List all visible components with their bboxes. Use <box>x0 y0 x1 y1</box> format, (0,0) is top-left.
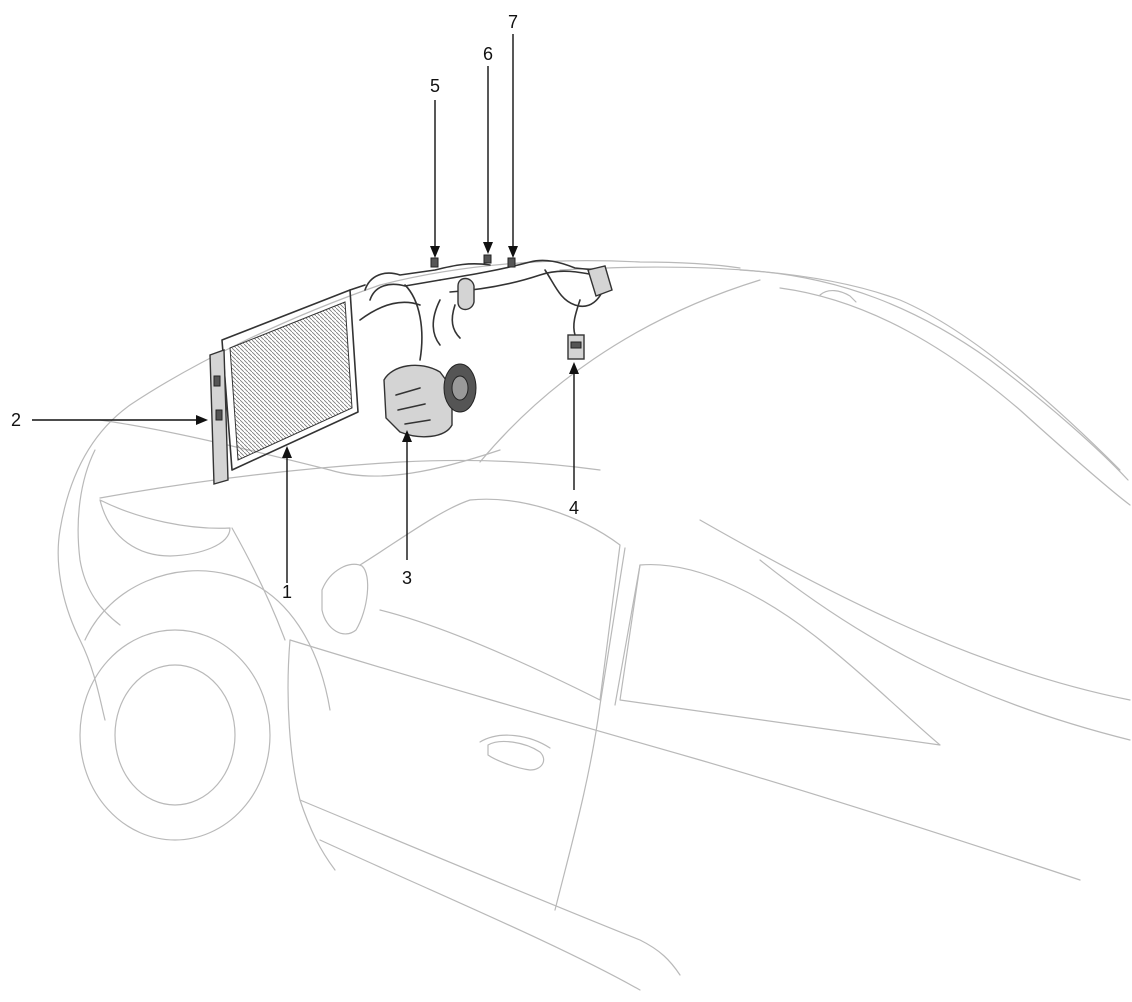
front-window <box>359 498 621 701</box>
callout-2-label: 2 <box>11 410 21 430</box>
expansion-valve <box>567 334 585 360</box>
drier-fitting-2 <box>215 409 223 421</box>
pressure-sensor-7 <box>507 257 516 268</box>
door-handle <box>487 740 545 771</box>
condenser-top-bracket <box>349 284 366 291</box>
vehicle-outline <box>57 260 1131 991</box>
a-pillar <box>479 279 761 463</box>
expansion-valve-port <box>570 341 582 349</box>
rocker-line <box>299 799 681 976</box>
side-mirror <box>321 563 369 635</box>
main-line-to-evap <box>439 259 596 281</box>
front-door-edge <box>287 639 336 871</box>
headlight <box>99 499 231 557</box>
compressor-detail <box>395 387 431 425</box>
discharge-hose-2 <box>369 279 441 301</box>
roof-rail <box>739 269 1129 481</box>
callout-3-arrow <box>402 430 412 442</box>
callout-4: 4 <box>569 362 579 518</box>
service-port-5 <box>430 257 439 268</box>
callout-2: 2 <box>11 410 208 430</box>
compressor <box>383 363 477 438</box>
hood-crease <box>99 419 501 477</box>
front-fascia-inner <box>77 449 121 626</box>
liquid-line <box>359 301 421 321</box>
door-cut <box>554 704 601 911</box>
rear-side-sweep <box>759 559 1131 741</box>
callout-4-arrow <box>569 362 579 374</box>
discharge-hose <box>364 263 491 291</box>
refrigerant-lines <box>359 259 613 361</box>
callout-6: 6 <box>483 44 493 254</box>
evap-fitting <box>587 265 613 297</box>
callout-3-label: 3 <box>402 568 412 588</box>
cowl-line <box>99 459 601 499</box>
drier-fitting <box>213 375 221 387</box>
condenser <box>221 284 366 471</box>
ac-components <box>209 254 613 485</box>
evap-line-2 <box>573 299 581 336</box>
front-rim <box>114 664 236 806</box>
suction-line <box>404 284 423 361</box>
fender-door-line <box>231 527 286 641</box>
callout-4-label: 4 <box>569 498 579 518</box>
callout-1-label: 1 <box>282 582 292 602</box>
callout-1: 1 <box>282 446 292 602</box>
receiver-drier <box>209 349 229 485</box>
callout-5: 5 <box>430 76 440 258</box>
condenser-core <box>229 301 353 461</box>
callout-6-arrow <box>483 242 493 254</box>
antenna <box>819 290 857 303</box>
callout-7-arrow <box>508 246 518 258</box>
evap-line <box>544 269 606 307</box>
b-pillar <box>599 547 641 706</box>
callouts: 1 2 3 4 5 6 <box>11 12 579 602</box>
rear-window <box>619 563 941 746</box>
front-wheel-arch <box>84 570 331 711</box>
callout-5-label: 5 <box>430 76 440 96</box>
callout-7: 7 <box>508 12 518 258</box>
rocker-line-2 <box>319 839 641 991</box>
callout-5-arrow <box>430 246 440 258</box>
callout-6-label: 6 <box>483 44 493 64</box>
muffler <box>457 277 475 311</box>
rear-side-sweep-2 <box>699 519 1131 701</box>
callout-2-arrow <box>196 415 208 425</box>
callout-3: 3 <box>402 430 412 588</box>
line-drop <box>432 299 461 346</box>
front-fascia <box>57 529 106 721</box>
service-port-6 <box>483 254 492 264</box>
compressor-body <box>383 364 453 438</box>
callout-1-arrow <box>282 446 292 458</box>
beltline <box>289 639 1081 881</box>
roof-rail-2 <box>779 287 1131 506</box>
condenser-frame <box>221 289 359 471</box>
front-tire <box>79 629 271 841</box>
callout-7-label: 7 <box>508 12 518 32</box>
compressor-clutch <box>451 375 469 401</box>
hood-outline <box>59 260 741 531</box>
door-handle-recess <box>479 734 551 749</box>
roof-front <box>559 266 1121 471</box>
